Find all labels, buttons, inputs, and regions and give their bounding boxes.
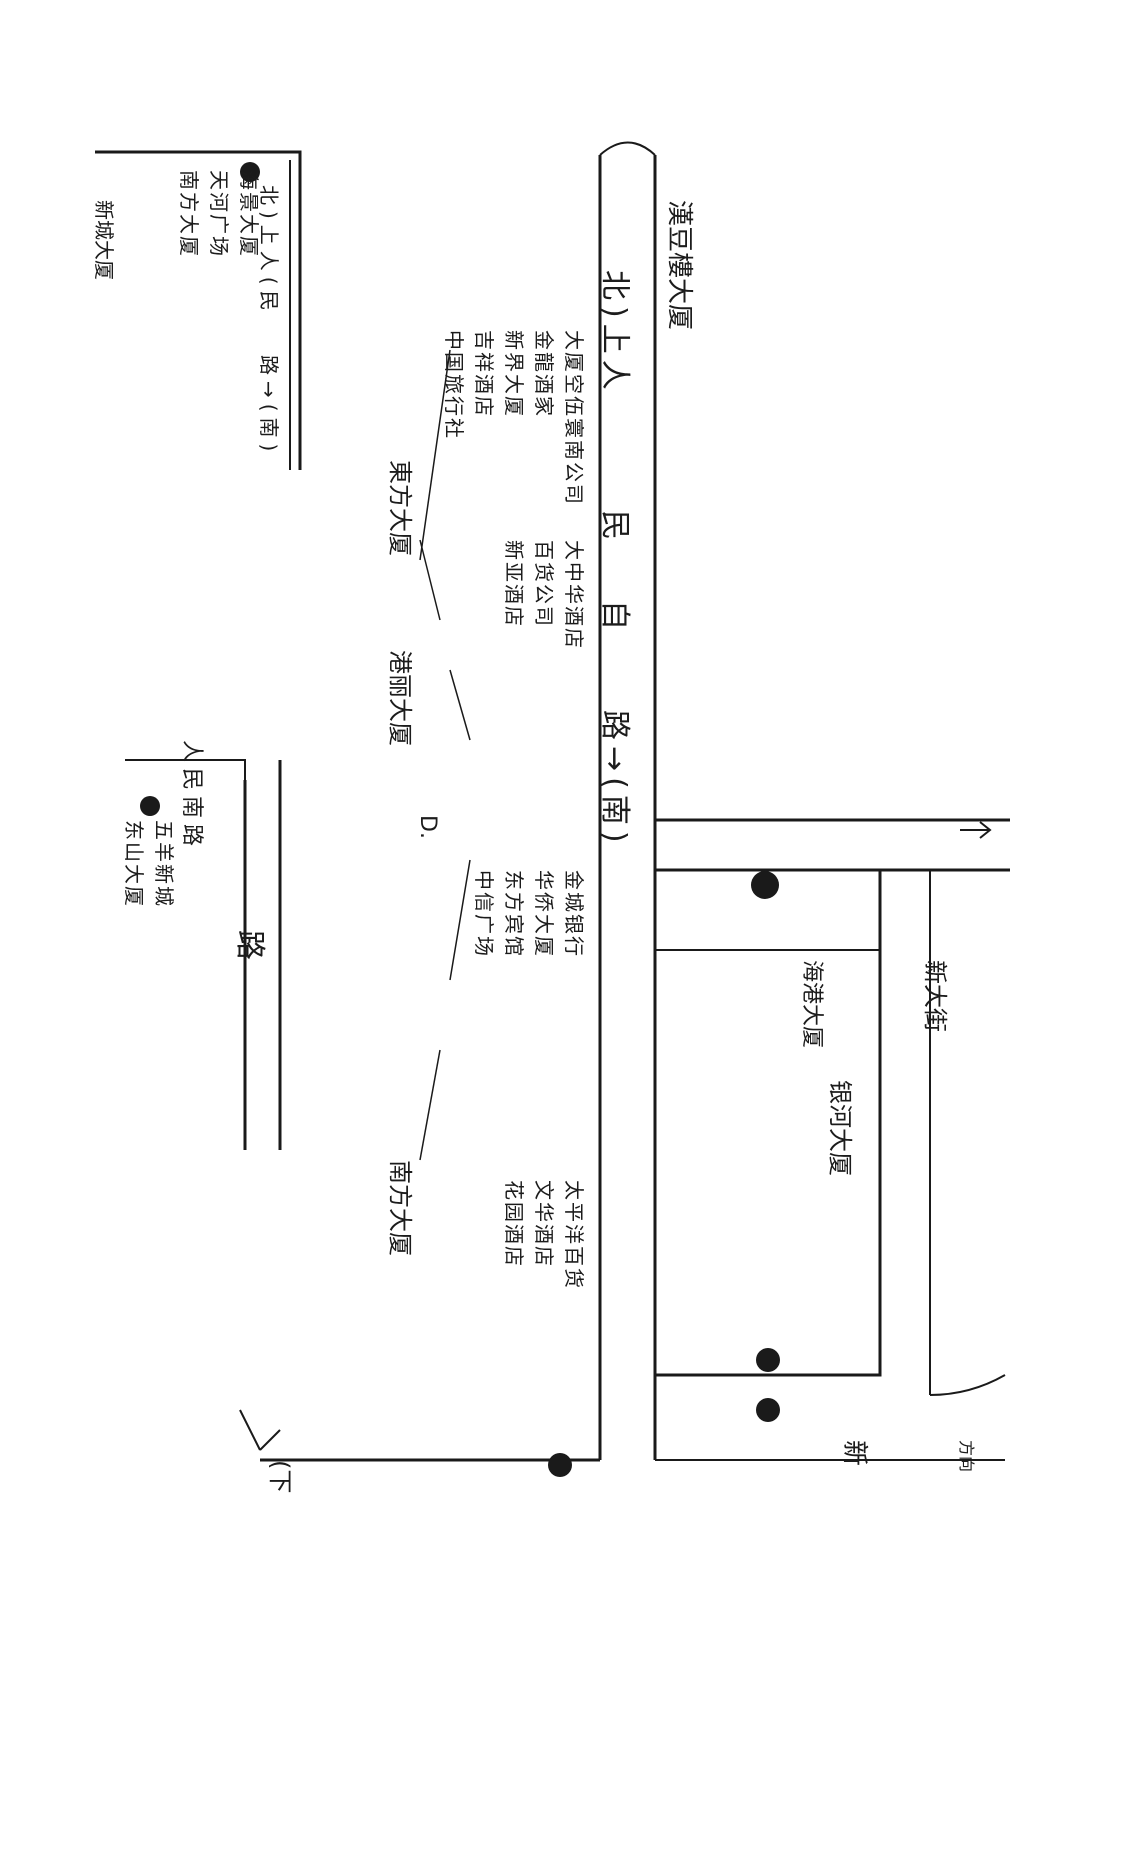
annotation-label: 海港大厦 — [799, 960, 824, 1049]
right-side-street-suffix: 路 — [232, 930, 267, 966]
shop-column: 新亚酒店 — [502, 540, 526, 628]
annotation-label: 新城大厦 — [92, 200, 116, 280]
scribble-mark-5 — [240, 162, 260, 182]
shop-column: 花园酒店 — [502, 1180, 526, 1268]
shop-column: 东山大厦 — [122, 820, 146, 908]
far-right-street-curve — [929, 1374, 1006, 1396]
shop-column: 中国旅行社 — [442, 330, 466, 440]
leader-line-5 — [449, 859, 471, 981]
right-side-street-label: 人民南路 — [179, 740, 204, 853]
annotation-label: 南方大厦 — [386, 1160, 414, 1256]
shop-column: 大厦空伍寰南公司 — [562, 330, 586, 506]
shop-column: 百货公司 — [532, 540, 556, 628]
bottom-corner-label: 新 — [839, 1440, 869, 1467]
shop-column: 太平洋百货 — [562, 1180, 586, 1290]
annotation-label: 東方大厦 — [386, 460, 414, 556]
main-street-label-a: 北)上人 — [597, 270, 632, 396]
top-left-corner-label: 漢豆樓大厦 — [664, 200, 694, 331]
scribble-mark-2 — [756, 1348, 780, 1372]
shop-column: 大中华酒店 — [562, 540, 586, 650]
shop-column: 五羊新城 — [152, 820, 176, 908]
road-d-label: D. — [415, 815, 440, 839]
main-street-mark: 自 — [597, 600, 632, 636]
leader-line-1 — [419, 349, 451, 561]
far-right-label: 新大街 — [921, 960, 949, 1032]
scribble-mark-1 — [751, 871, 779, 899]
leader-line-4 — [449, 669, 471, 741]
corner-block-outline — [95, 150, 302, 470]
shop-column: 金龍酒家 — [532, 330, 556, 418]
annotation-label: 港丽大厦 — [386, 650, 414, 746]
shop-column: 吉祥酒店 — [472, 330, 496, 418]
leader-line-2 — [419, 539, 441, 621]
scribble-mark-3 — [756, 1398, 780, 1422]
cross-street-label-top-end: 路→(南) — [257, 355, 281, 458]
shop-column: 南方大厦 — [177, 170, 201, 258]
scribble-mark-4 — [548, 1453, 572, 1477]
shop-column: 华侨大厦 — [532, 870, 556, 958]
main-street-top-curve — [599, 141, 656, 156]
left-street-bracket — [125, 759, 246, 790]
scribble-mark-6 — [140, 796, 160, 816]
down-arrow-icon — [239, 1409, 281, 1451]
shop-column: 文华酒店 — [532, 1180, 556, 1268]
lower-arrow-label: (下 — [266, 1460, 294, 1494]
main-street-label-b: 民 — [597, 510, 632, 546]
right-arrow-icon — [960, 821, 992, 839]
shop-column: 中信广场 — [472, 870, 496, 958]
leader-line-3 — [419, 1049, 441, 1161]
shop-column: 新界大厦 — [502, 330, 526, 418]
main-street-label-c: 路→(南) — [597, 710, 632, 849]
shop-column: 海景大厦 — [237, 170, 261, 258]
annotation-label: 银河大厦 — [826, 1080, 854, 1176]
shop-column: 金城银行 — [562, 870, 586, 958]
shop-column: 天河广场 — [207, 170, 231, 258]
shop-column: 东方宾馆 — [502, 870, 526, 958]
bottom-right-note: 方向 — [957, 1440, 976, 1473]
right-block-outline — [655, 868, 882, 1377]
